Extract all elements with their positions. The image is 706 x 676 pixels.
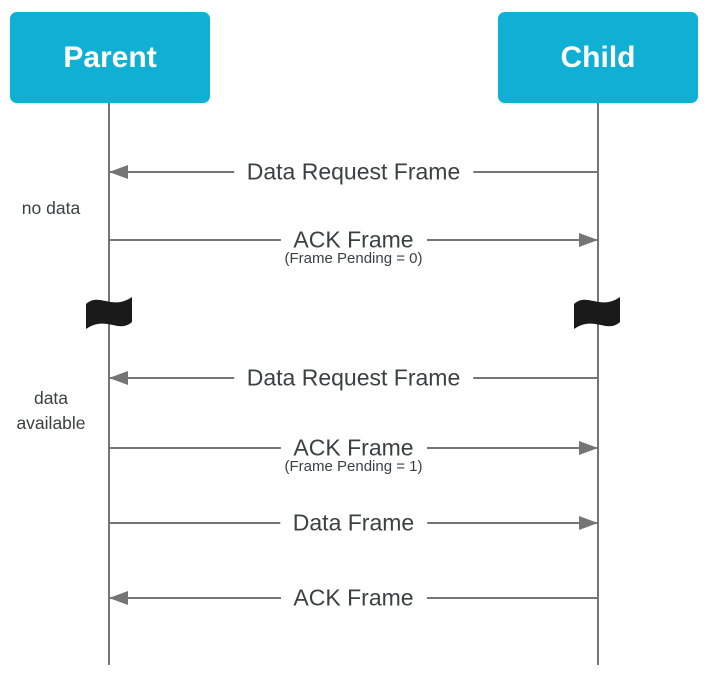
arrowhead-right-icon bbox=[579, 516, 598, 530]
actor-parent-label: Parent bbox=[63, 40, 157, 74]
flag-icon bbox=[85, 291, 133, 335]
actor-child-label: Child bbox=[560, 40, 636, 74]
arrowhead-right-icon bbox=[579, 441, 598, 455]
message-label: ACK Frame bbox=[280, 584, 427, 612]
arrowhead-left-icon bbox=[109, 591, 128, 605]
arrowhead-right-icon bbox=[579, 233, 598, 247]
arrowhead-left-icon bbox=[109, 165, 128, 179]
lifeline-child bbox=[597, 103, 599, 665]
message-label: Data Request Frame bbox=[233, 364, 474, 392]
side-note-no-data: no data bbox=[21, 198, 81, 218]
message-sublabel: (Frame Pending = 1) bbox=[278, 458, 429, 475]
flag-icon bbox=[573, 291, 621, 335]
message-label: Data Frame bbox=[279, 509, 428, 537]
actor-parent: Parent bbox=[10, 12, 210, 103]
message-label: ACK Frame bbox=[280, 434, 427, 462]
message-label: ACK Frame bbox=[280, 226, 427, 254]
arrowhead-left-icon bbox=[109, 371, 128, 385]
actor-child: Child bbox=[498, 12, 698, 103]
message-sublabel: (Frame Pending = 0) bbox=[278, 250, 429, 267]
side-note-data-available: data available bbox=[16, 388, 86, 433]
message-label: Data Request Frame bbox=[233, 158, 474, 186]
